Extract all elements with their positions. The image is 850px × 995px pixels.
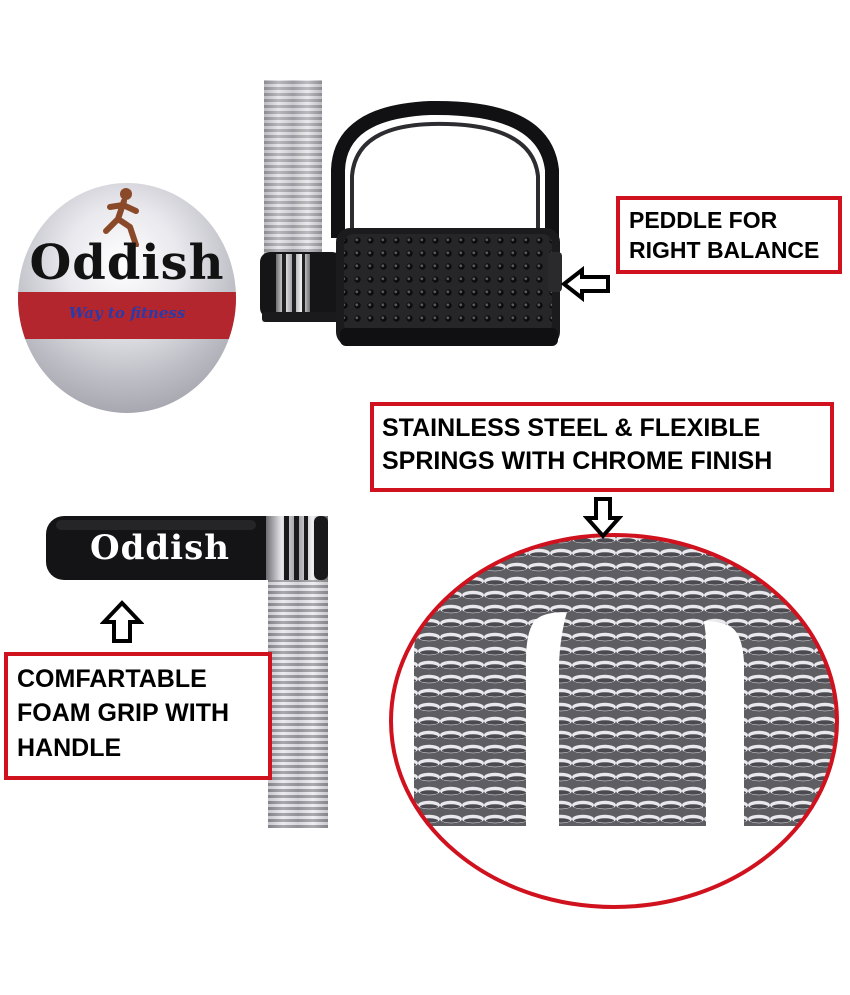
grip-callout-line-1: COMFARTABLE — [17, 665, 207, 693]
grip-assembly — [46, 516, 328, 828]
brand-logo: Oddish Way to fitness — [18, 183, 236, 413]
grip-callout-line-2: FOAM GRIP WITH — [17, 699, 230, 728]
logo-brand-name: Oddish — [29, 235, 225, 291]
spring-closeup — [389, 533, 839, 909]
arrow-down-icon — [583, 497, 623, 540]
springs-callout-line-1: STAINLESS STEEL & FLEXIBLE — [382, 414, 761, 442]
springs-callout: STAINLESS STEEL & FLEXIBLE SPRINGS WITH … — [370, 402, 834, 492]
logo-band — [18, 292, 236, 339]
runner-icon — [103, 188, 139, 247]
springs-callout-line-2: SPRINGS WITH CHROME FINISH — [382, 447, 773, 475]
pedal-callout-line-2: RIGHT BALANCE — [629, 237, 820, 264]
grip-callout: COMFARTABLE FOAM GRIP WITH HANDLE — [4, 652, 272, 780]
grip-brand-text: Oddish — [90, 528, 230, 568]
pedal-callout: PEDDLE FOR RIGHT BALANCE — [616, 196, 842, 274]
logo-tagline: Way to fitness — [68, 304, 186, 322]
grip-callout-line-3: HANDLE — [17, 733, 122, 762]
pedal-assembly — [260, 80, 562, 346]
arrow-left-icon — [560, 266, 610, 302]
pedal-callout-line-1: PEDDLE FOR — [629, 207, 778, 233]
foam-grip — [46, 516, 286, 580]
arrow-up-icon — [100, 600, 144, 643]
